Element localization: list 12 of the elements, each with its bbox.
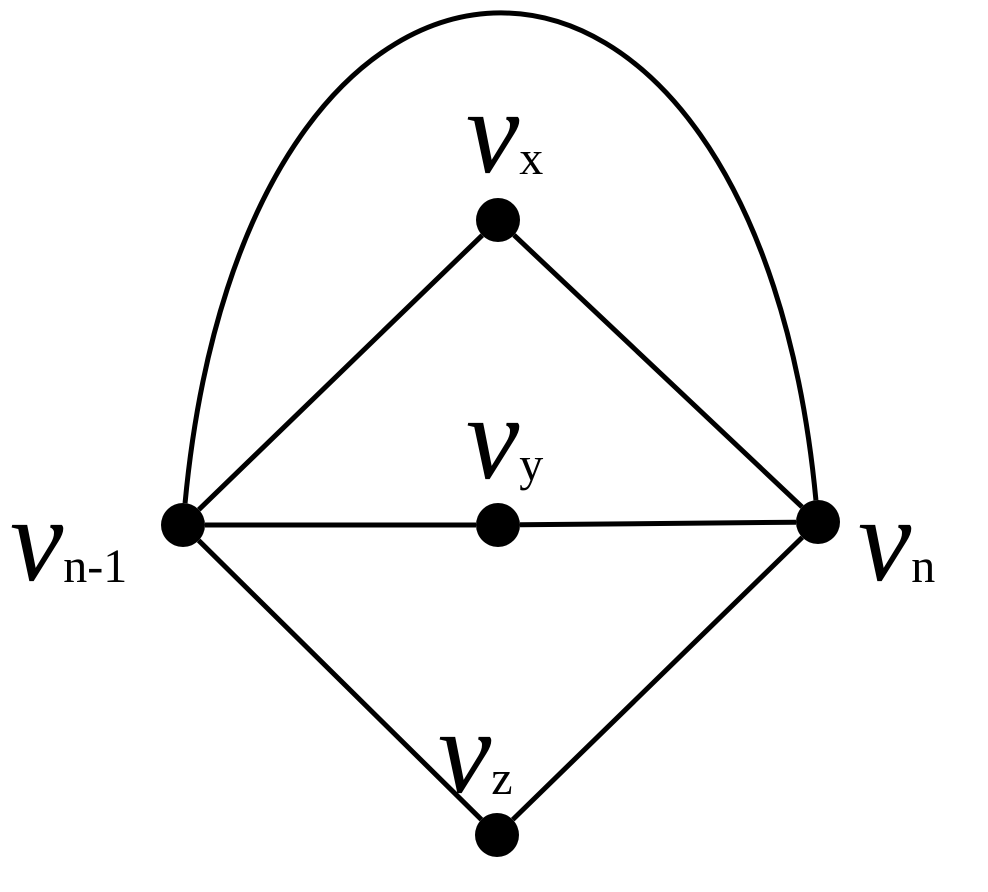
- edge-line: [205, 522, 476, 528]
- edge-line: [196, 538, 484, 822]
- edge-line: [511, 536, 804, 822]
- edge-line: [520, 520, 796, 528]
- vertex-dot: [476, 198, 520, 242]
- vertex-dot: [796, 500, 840, 544]
- vertex-dot: [476, 503, 520, 547]
- vertex-dot: [475, 813, 519, 857]
- vertex-dot: [161, 503, 205, 547]
- edge-line: [182, 11, 818, 504]
- edge-line: [197, 234, 484, 512]
- edge-line: [512, 233, 804, 509]
